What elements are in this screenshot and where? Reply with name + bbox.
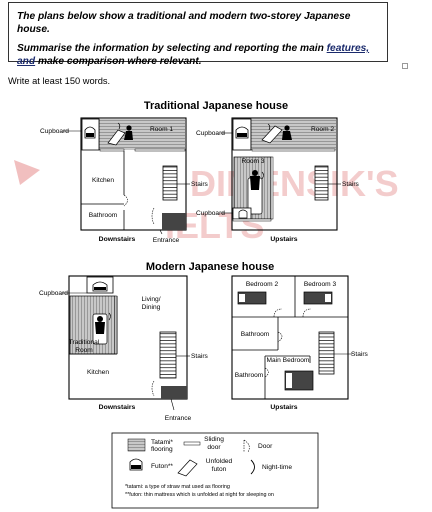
night-time-icon	[267, 123, 271, 131]
night-time-icon	[261, 171, 264, 180]
entrance	[161, 386, 187, 399]
night-time-icon	[117, 122, 121, 130]
unfolded-futon-icon	[107, 129, 126, 146]
main-bedroom-label: Main Bedroom	[267, 357, 310, 364]
living-label-1: Living/	[141, 296, 160, 303]
traditional-room-tatami	[69, 295, 116, 355]
night-time-icon	[250, 459, 255, 475]
sliding-door	[134, 148, 186, 152]
sliding-door	[251, 148, 336, 152]
tatami-icon	[127, 438, 146, 452]
night-time-icon	[108, 312, 111, 321]
bedroom2-label: Bedroom 2	[246, 281, 279, 288]
cupboard-bottom-label: Cupboard	[196, 210, 225, 217]
room2-label: Room 2	[311, 126, 334, 133]
cupboard-top-label: Cupboard	[196, 130, 225, 137]
upstairs-caption: Upstairs	[270, 404, 297, 411]
legend-unfolded-2: futon	[212, 466, 227, 473]
stairs-icon	[162, 165, 178, 201]
legend-tatami-1: Tatami*	[151, 439, 173, 446]
room1-label: Room 1	[150, 126, 173, 133]
sliding-door	[270, 156, 274, 220]
person-icon	[284, 125, 290, 131]
room3-label: Room 3	[241, 158, 264, 165]
bathroom1-label: Bathroom	[241, 331, 270, 338]
room2-tatami	[251, 119, 336, 150]
legend-note-1: *tatami: a type of straw mat used as flo…	[125, 484, 230, 490]
task-instruction-a: Summarise the information by selecting a…	[17, 43, 327, 54]
watermark-logo-icon	[14, 160, 40, 185]
stairs-icon	[159, 331, 177, 379]
bathroom-label: Bathroom	[89, 212, 118, 219]
task-instruction-underlined: features, and	[17, 43, 370, 67]
watermark: DIMENSIK'S IELTS	[14, 160, 399, 246]
word-count-instruction: Write at least 150 words.	[8, 76, 111, 86]
traditional-room-label-1: Traditional	[69, 339, 100, 346]
entrance-label: Entrance	[153, 237, 180, 244]
stairs-icon	[314, 165, 329, 201]
kitchen-label: Kitchen	[87, 369, 109, 376]
legend-futon: Futon**	[151, 463, 173, 470]
legend-note-2: **futon: thin mattress which is unfolded…	[125, 492, 274, 498]
person-icon	[97, 316, 103, 322]
sliding-door	[99, 148, 125, 152]
living-label-2: Dining	[142, 304, 161, 311]
stairs-label: Stairs	[191, 181, 209, 188]
task-instruction-c: make comparison where relevant.	[35, 55, 202, 67]
resize-handle[interactable]	[402, 63, 408, 69]
legend-door: Door	[258, 443, 273, 450]
stairs-icon	[318, 331, 335, 375]
stairs-label: Stairs	[342, 181, 360, 188]
bedroom3-label: Bedroom 3	[304, 281, 337, 288]
task-prompt: The plans below show a traditional and m…	[17, 11, 351, 35]
legend-night: Night-time	[262, 464, 292, 471]
legend-unfolded-1: Unfolded	[206, 458, 233, 465]
modern-title: Modern Japanese house	[146, 261, 274, 273]
person-icon	[126, 125, 132, 131]
entrance	[162, 213, 186, 230]
watermark-line1: DIMENSIK'S	[190, 163, 399, 204]
modern-downstairs-plan: Cupboard Traditional Room Living/ Dining…	[39, 275, 209, 422]
legend-tatami-2: flooring	[151, 446, 173, 453]
entrance-label: Entrance	[165, 415, 192, 422]
upstairs-caption: Upstairs	[270, 236, 297, 243]
sliding-door-icon	[183, 441, 201, 446]
traditional-title: Traditional Japanese house	[144, 100, 288, 112]
unfolded-futon-icon	[261, 125, 283, 144]
downstairs-caption: Downstairs	[99, 236, 136, 243]
traditional-room-label-2: Room	[75, 347, 93, 354]
unfolded-futon-icon	[177, 459, 198, 477]
task-box: The plans below show a traditional and m…	[8, 2, 388, 67]
cupboard-label: Cupboard	[40, 128, 69, 135]
room1-tatami	[99, 119, 185, 150]
legend: Tatami* flooring Sliding door Door Futon…	[111, 432, 319, 509]
kitchen-label: Kitchen	[92, 177, 114, 184]
stairs-label: Stairs	[191, 353, 209, 360]
traditional-upstairs-plan: Room 2 Room 3 Stairs Cupboard Cupboard U…	[196, 117, 360, 243]
legend-sliding-2: door	[207, 444, 221, 451]
downstairs-caption: Downstairs	[99, 404, 136, 411]
cupboard-label: Cupboard	[39, 290, 68, 297]
door-icon	[243, 439, 250, 453]
traditional-downstairs-plan: Room 1 Kitchen Bathroom Stairs Entrance …	[40, 117, 209, 244]
sliding-door	[232, 218, 272, 222]
legend-sliding-1: Sliding	[204, 436, 224, 443]
modern-upstairs-plan: Bedroom 2 Bedroom 3 Bathroom Stairs Main…	[231, 275, 369, 411]
person-icon	[252, 170, 258, 176]
bathroom2-label: Bathroom	[235, 372, 264, 379]
task-instruction: Summarise the information by selecting a…	[17, 43, 379, 68]
stairs-label: Stairs	[351, 351, 369, 358]
